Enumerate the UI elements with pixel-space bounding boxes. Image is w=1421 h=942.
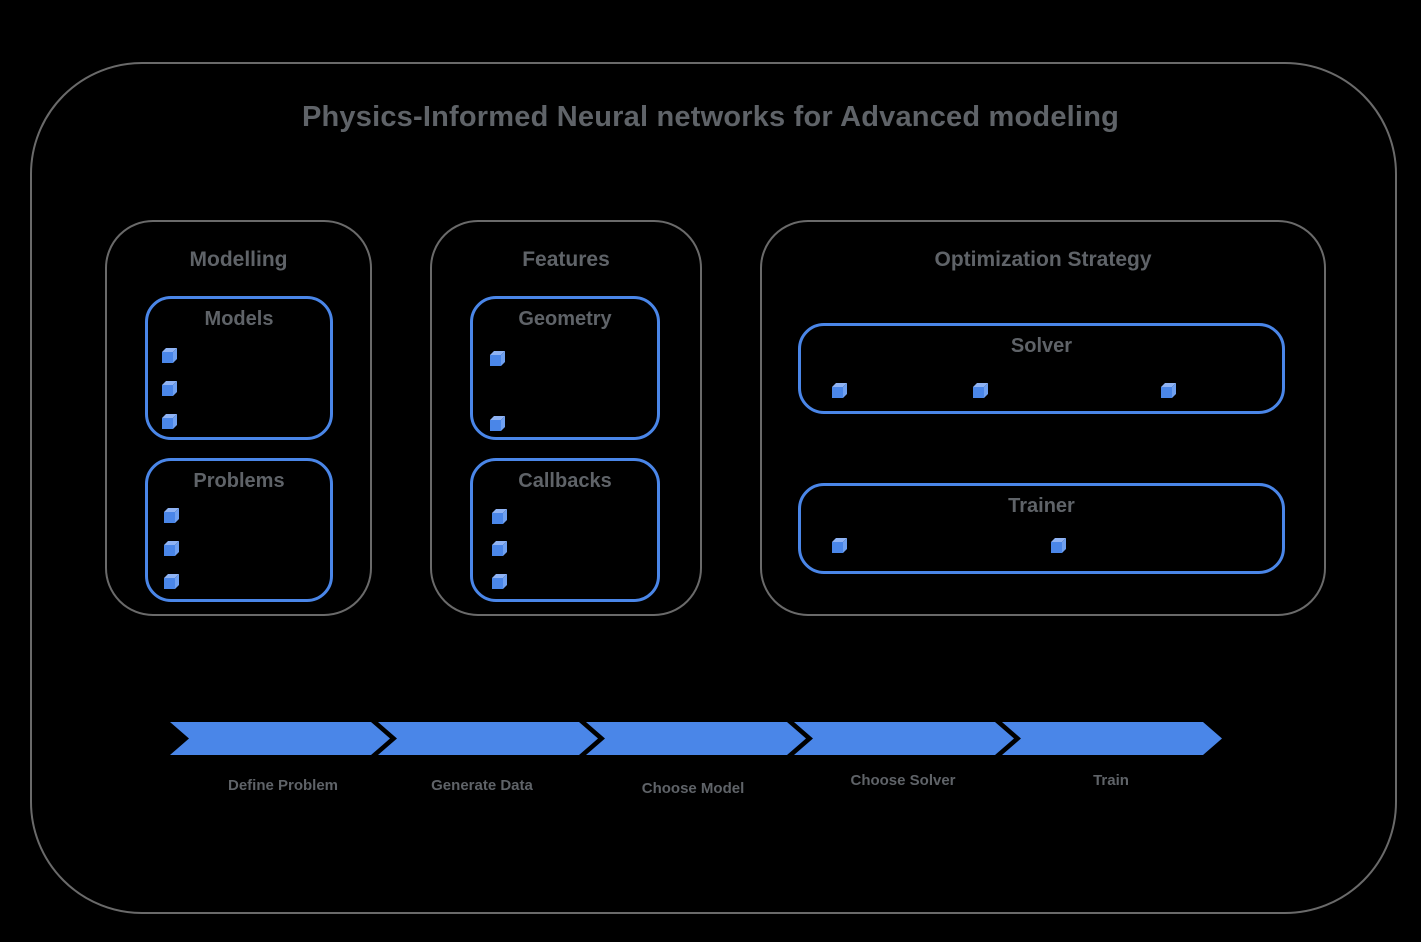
section-modelling: Modelling Models Problems [105,220,372,616]
cube-bullet-icon [492,541,507,556]
pipeline-step-chevron-choose-solver [794,722,1014,755]
group-models: Models [145,296,333,440]
pipeline-step-label: Define Problem [227,777,339,794]
cube-bullet-icon [1051,538,1066,553]
group-problems: Problems [145,458,333,602]
group-problems-bullets [148,461,330,599]
group-geometry-bullets [473,299,657,437]
diagram-title: Physics-Informed Neural networks for Adv… [301,101,1120,133]
section-features: Features Geometry Callbacks [430,220,702,616]
group-callbacks-label: Callbacks [518,470,612,492]
cube-bullet-icon [162,414,177,429]
cube-bullet-icon [492,574,507,589]
group-models-bullets [148,299,330,437]
pipeline-step-chevron-train [1002,722,1222,755]
pipeline-step-label: Choose Model [641,780,745,797]
pipeline-step-label: Train [1093,772,1129,789]
section-optimization-strategy-label: Optimization Strategy [934,248,1152,271]
cube-bullet-icon [492,509,507,524]
cube-bullet-icon [832,538,847,553]
cube-bullet-icon [832,383,847,398]
group-trainer: Trainer [798,483,1285,574]
section-features-label: Features [522,248,610,271]
cube-bullet-icon [164,508,179,523]
cube-bullet-icon [1161,383,1176,398]
group-geometry-label: Geometry [518,308,612,330]
cube-bullet-icon [490,416,505,431]
cube-bullet-icon [162,381,177,396]
pipeline-step-label: Generate Data [431,777,533,794]
group-models-label: Models [204,308,274,330]
pipeline-step-chevron-define-problem [170,722,390,755]
cube-bullet-icon [162,348,177,363]
group-solver-bullets [801,326,1282,411]
group-solver: Solver [798,323,1285,414]
section-modelling-label: Modelling [189,248,288,271]
cube-bullet-icon [973,383,988,398]
group-trainer-label: Trainer [1008,495,1075,517]
group-problems-label: Problems [193,470,285,492]
cube-bullet-icon [164,541,179,556]
group-geometry: Geometry [470,296,660,440]
pipeline-step-chevron-choose-model [586,722,806,755]
cube-bullet-icon [164,574,179,589]
pipeline-step-label: Choose Solver [850,772,956,789]
pipeline-step-chevron-generate-data [378,722,598,755]
group-trainer-bullets [801,486,1282,571]
diagram-outer-frame [30,62,1397,914]
group-callbacks-bullets [473,461,657,599]
section-optimization-strategy: Optimization Strategy Solver Trainer [760,220,1326,616]
group-solver-label: Solver [1010,335,1073,357]
group-callbacks: Callbacks [470,458,660,602]
cube-bullet-icon [490,351,505,366]
